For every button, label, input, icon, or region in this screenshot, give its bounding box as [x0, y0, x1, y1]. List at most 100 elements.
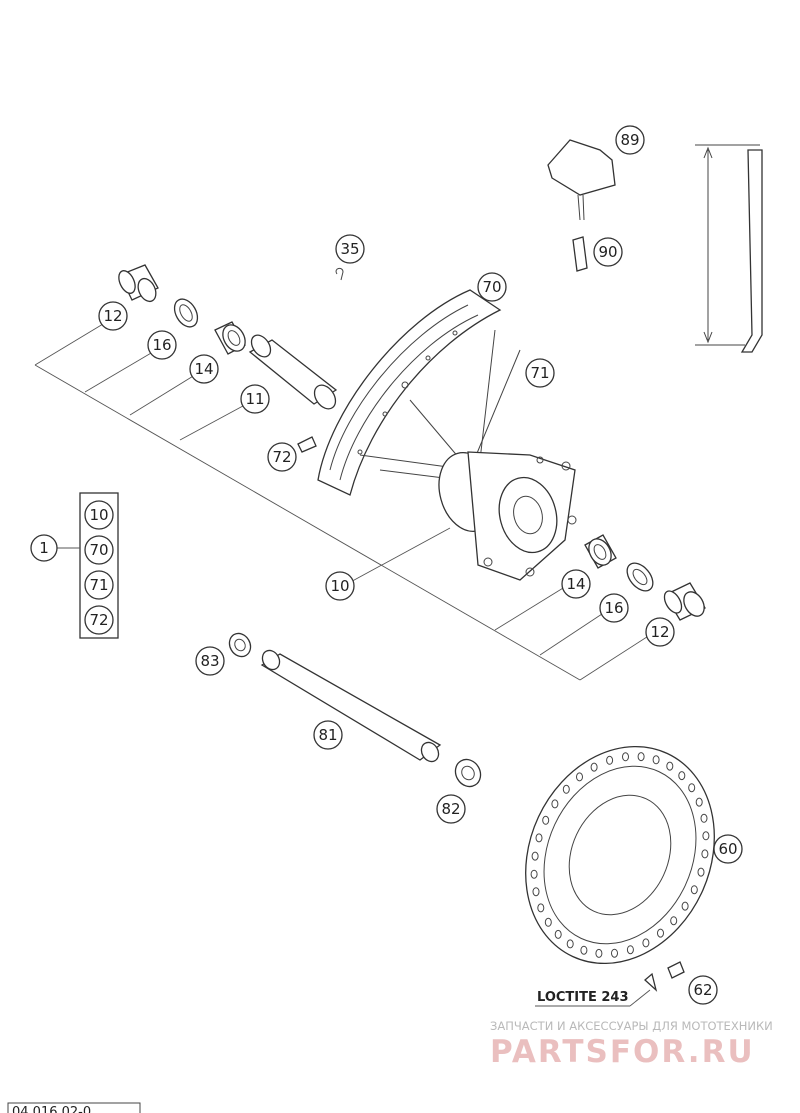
valve-90: [572, 236, 588, 272]
callout-p35: 35: [335, 234, 365, 264]
brake-disc-60: [525, 745, 715, 965]
callout-p82: 82: [436, 794, 466, 824]
nipple-72: [297, 436, 317, 453]
disc-hole: [695, 797, 703, 807]
watermark-brand: PARTSFOR.RU: [490, 1034, 755, 1070]
kit-item: 71: [84, 570, 114, 600]
loctite-line: [535, 989, 651, 1007]
kit-item: 10: [84, 500, 114, 530]
disc-hole: [590, 762, 598, 772]
disc-hole: [537, 903, 545, 913]
callout-p16a: 16: [147, 330, 177, 360]
disc-hole: [566, 939, 574, 949]
disc-hole: [681, 901, 689, 911]
disc-hole: [535, 833, 543, 843]
callout-p70: 70: [477, 272, 507, 302]
disc-hole: [551, 799, 559, 809]
callout-label: 14: [566, 575, 585, 593]
kit-item: 70: [84, 535, 114, 565]
kit-callout-main: 1: [30, 534, 58, 562]
spacer-12-right: [663, 582, 706, 621]
kit-label: 1: [39, 539, 49, 557]
callout-p72: 72: [267, 442, 297, 472]
disc-hole: [542, 815, 550, 825]
axle-81: [260, 649, 442, 763]
callout-p12a: 12: [98, 301, 128, 331]
disc-hole: [678, 771, 686, 781]
callout-p90: 90: [593, 237, 623, 267]
callout-label: 16: [604, 599, 623, 617]
disc-hole: [611, 948, 618, 958]
valve-cap-89: [547, 139, 616, 221]
callout-p71: 71: [525, 358, 555, 388]
disc-hole: [554, 929, 562, 939]
callout-label: 14: [194, 360, 213, 378]
screw-62: [644, 961, 685, 992]
callout-p89: 89: [615, 125, 645, 155]
disc-hole: [702, 831, 710, 841]
callout-label: 12: [103, 307, 122, 325]
disc-hole: [637, 752, 645, 762]
callout-p16b: 16: [599, 593, 629, 623]
disc-hole: [544, 917, 552, 927]
seal-16-right: [626, 562, 654, 592]
hub-10: [438, 451, 577, 581]
callout-label: 60: [718, 840, 737, 858]
disc-hole: [652, 755, 660, 765]
disc-hole: [530, 869, 538, 879]
bearing-14-right: [584, 534, 617, 569]
kit-item: 72: [84, 605, 114, 635]
disc-hole: [690, 885, 698, 895]
callout-label: 71: [530, 364, 549, 382]
callout-label: 89: [620, 131, 639, 149]
callout-label: 12: [650, 623, 669, 641]
disc-hole: [622, 752, 629, 762]
upper-axis-lines: [34, 317, 651, 681]
callout-p62: 62: [688, 975, 718, 1005]
disc-hole: [701, 849, 709, 859]
disc-hole: [580, 945, 588, 955]
callout-label: 81: [318, 726, 337, 744]
callout-label: 83: [200, 652, 219, 670]
callout-p83: 83: [195, 646, 225, 676]
kit-item-label: 72: [89, 611, 108, 629]
spoke-length-reference: [695, 144, 763, 353]
callout-p11: 11: [240, 384, 270, 414]
disc-hole: [562, 784, 570, 794]
disc-hole: [666, 761, 674, 771]
rim-70: [317, 289, 502, 496]
callout-label: 62: [693, 981, 712, 999]
disc-hole: [642, 938, 650, 948]
disc-hole: [688, 783, 696, 793]
callout-label: 35: [340, 240, 359, 258]
loctite-note: LOCTITE 243: [537, 990, 629, 1005]
distance-tube-11: [248, 334, 338, 410]
part-35: [335, 267, 344, 281]
disc-hole: [595, 948, 603, 958]
disc-hole: [576, 772, 583, 782]
disc-hole: [626, 945, 634, 955]
spacer-12-left: [118, 264, 159, 303]
kit-item-label: 10: [89, 506, 108, 524]
seal-16-left: [173, 298, 199, 328]
callout-p10: 10: [325, 571, 355, 601]
disc-hole: [531, 851, 539, 861]
watermark-tagline: ЗАПЧАСТИ И АКСЕССУАРЫ ДЛЯ МОТОТЕХНИКИ: [490, 1019, 773, 1033]
callout-label: 70: [482, 278, 501, 296]
callout-label: 82: [441, 800, 460, 818]
disc-hole: [697, 867, 705, 877]
drawing-number-box: [7, 1102, 141, 1113]
nut-82: [454, 758, 482, 788]
callout-label: 10: [330, 577, 349, 595]
drawing-number: 04.016.02-0: [12, 1105, 91, 1113]
callout-p14b: 14: [561, 569, 591, 599]
callout-p12b: 12: [645, 617, 675, 647]
disc-hole: [532, 887, 540, 897]
disc-hole: [700, 813, 708, 823]
disc-hole: [670, 916, 678, 926]
callout-p60: 60: [713, 834, 743, 864]
bearing-14-left: [214, 321, 246, 355]
callout-label: 90: [598, 243, 617, 261]
callout-label: 11: [245, 390, 264, 408]
